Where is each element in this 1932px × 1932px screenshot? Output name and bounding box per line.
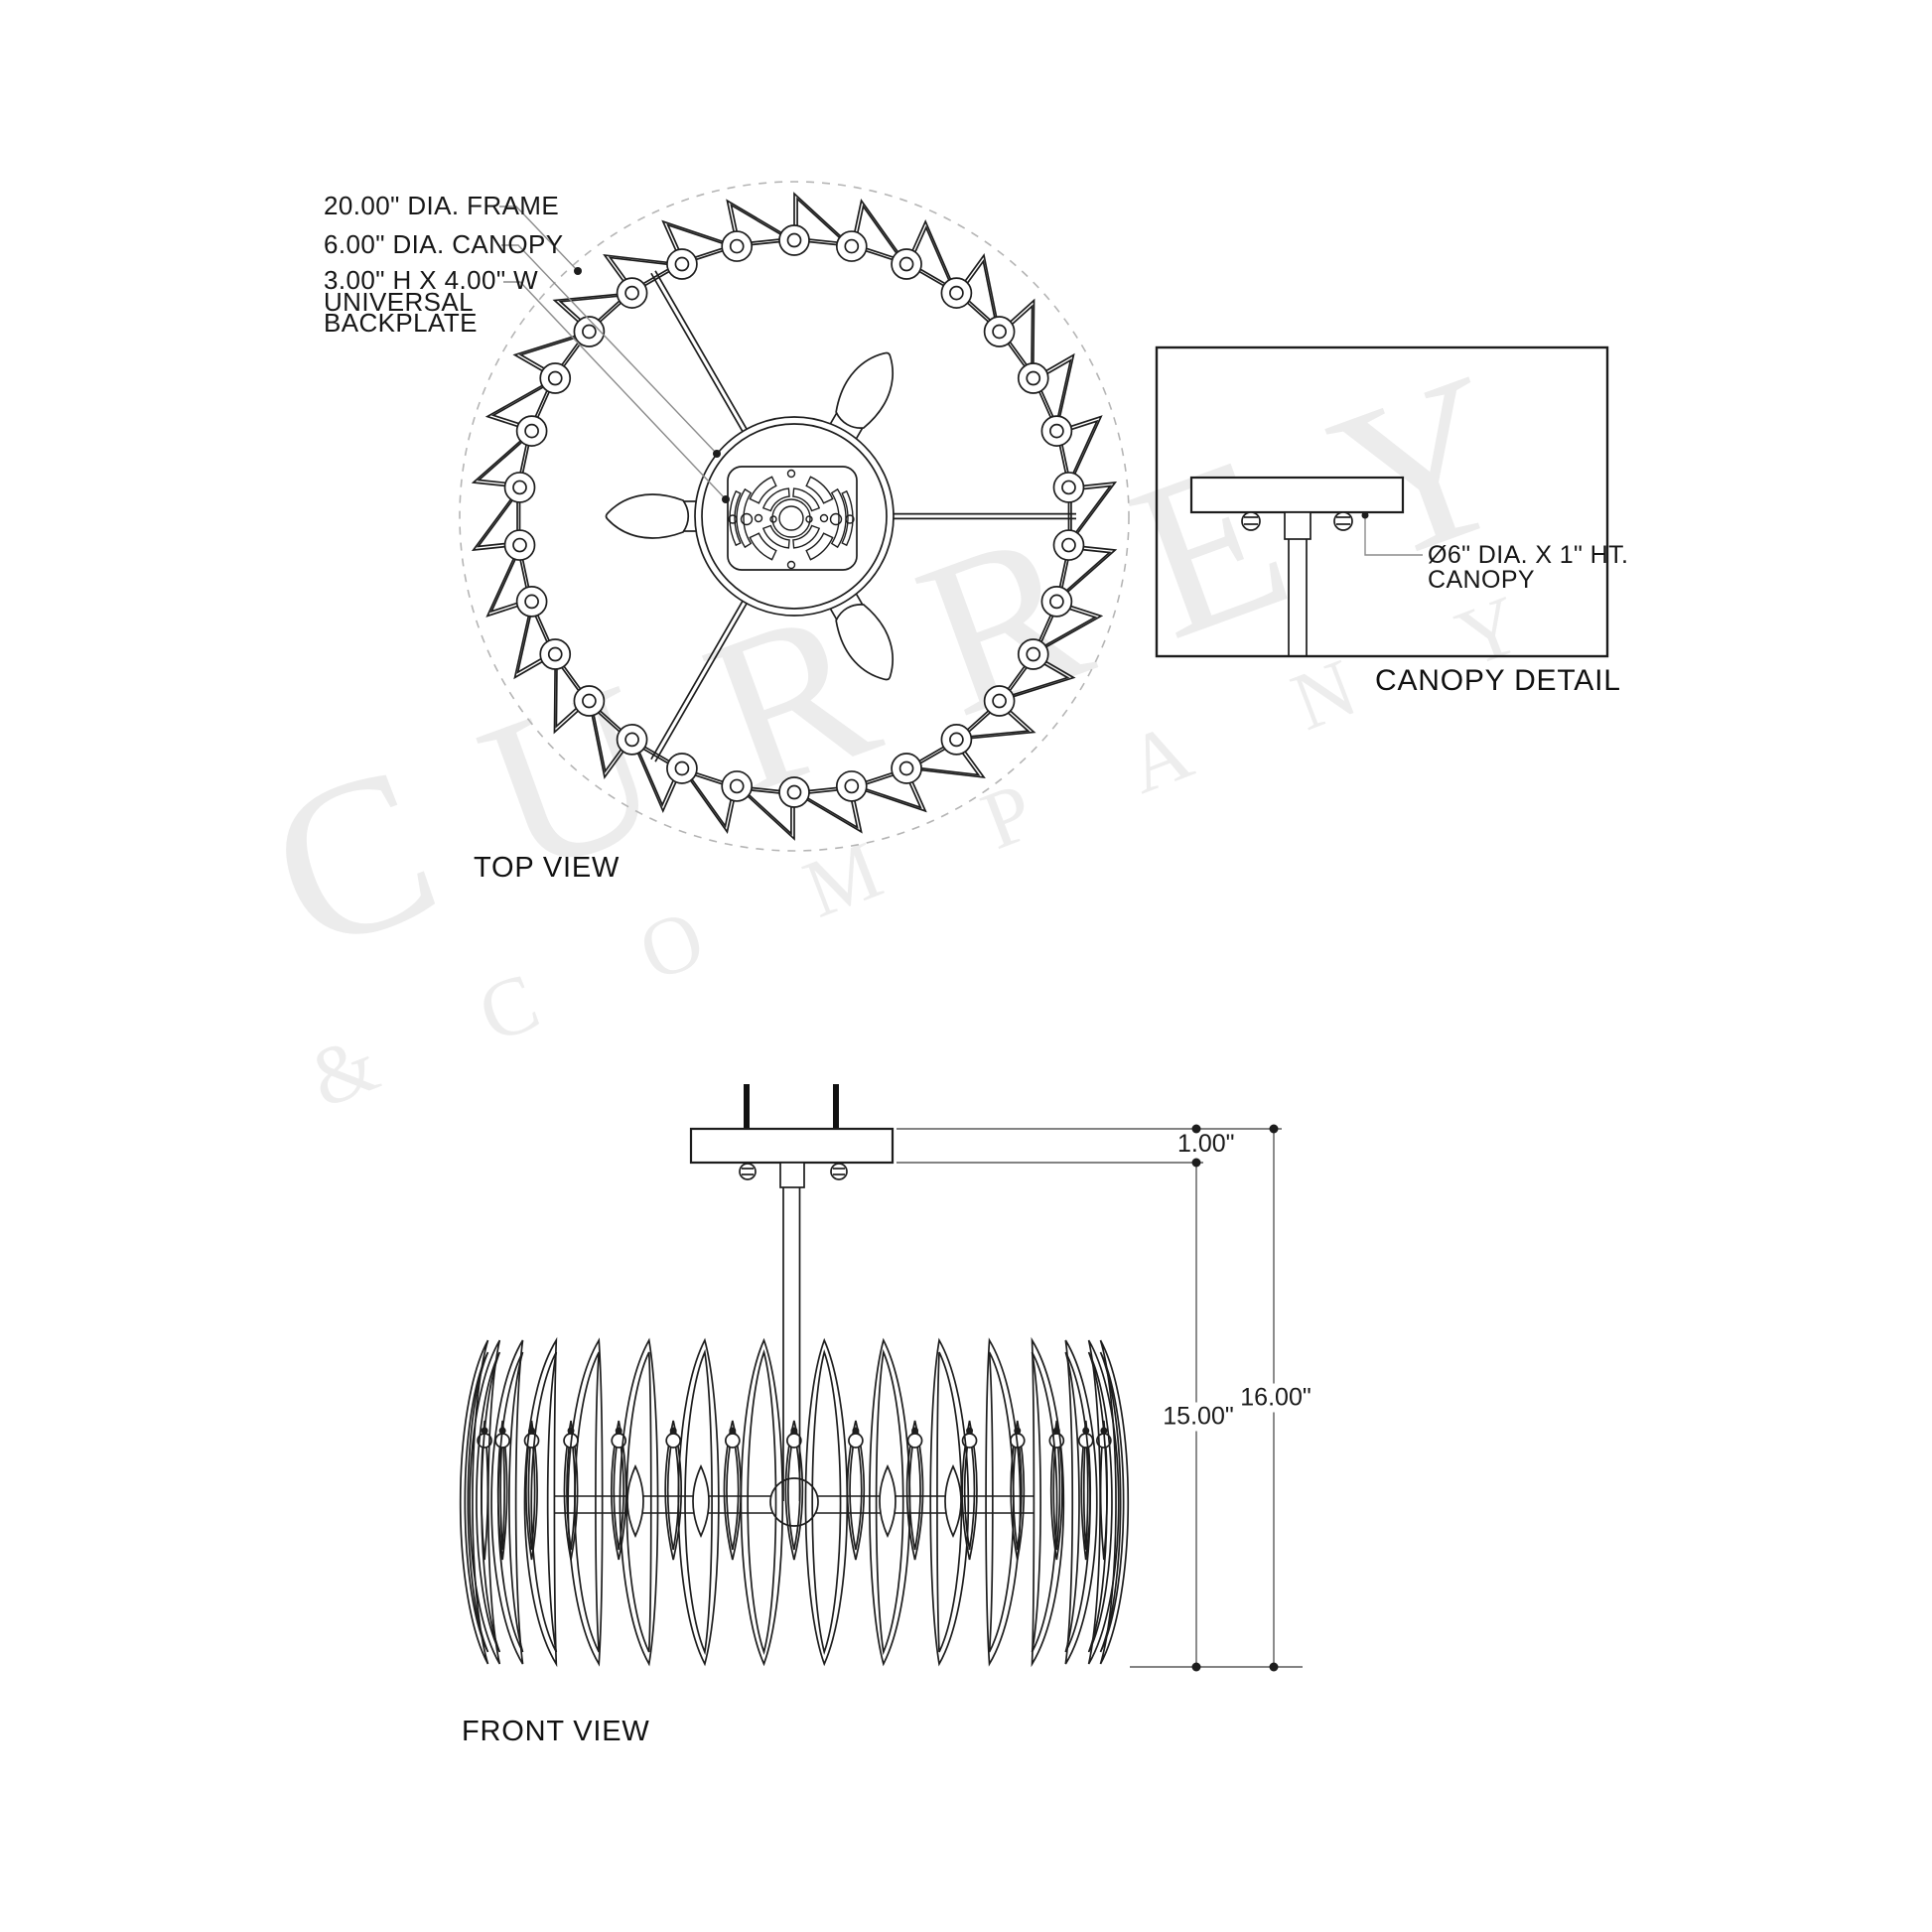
mounting-screw-post [744, 1084, 750, 1130]
canopy-screws [1241, 511, 1353, 531]
detail-border-box [1155, 345, 1609, 658]
hub-spokes [650, 270, 1076, 762]
stem-collar [1284, 511, 1311, 540]
dim-body-height: 15.00" [1160, 1402, 1237, 1432]
annotation-canopy-dia: 6.00" DIA. CANOPY [324, 229, 564, 259]
canopy-plate-side [1189, 476, 1405, 514]
canopy-front [689, 1084, 895, 1188]
grommet-rings [503, 224, 1085, 808]
front-view-drawing [459, 1084, 1130, 1668]
annotation-frame-dia: 20.00" DIA. FRAME [324, 191, 560, 220]
dim-canopy-height: 1.00" [1177, 1130, 1235, 1158]
candle-bulbs-top [605, 351, 894, 681]
top-view-drawing [459, 181, 1130, 852]
leader-lines [499, 206, 730, 503]
leaf-drum [459, 1336, 1130, 1668]
canopy-detail-callout: Ø6" DIA. X 1" HT. CANOPY [1428, 541, 1629, 594]
canopy-detail-drawing [1155, 345, 1609, 658]
crown-teeth-ring [471, 192, 1118, 841]
frame-diameter-dashed-circle [459, 181, 1130, 852]
canopy-detail-title: CANOPY DETAIL [1375, 664, 1621, 697]
annotation-backplate: 3.00" H X 4.00" W UNIVERSAL BACKPLATE [324, 265, 539, 338]
front-view-title: FRONT VIEW [462, 1716, 650, 1747]
top-view-title: TOP VIEW [474, 852, 621, 884]
dim-overall-height: 16.00" [1237, 1383, 1314, 1413]
downrod-detail [1288, 539, 1308, 656]
callout-leader [1364, 515, 1423, 556]
universal-backplate [727, 466, 858, 571]
downrod-front [782, 1187, 801, 1501]
mounting-screw-post [833, 1084, 839, 1130]
